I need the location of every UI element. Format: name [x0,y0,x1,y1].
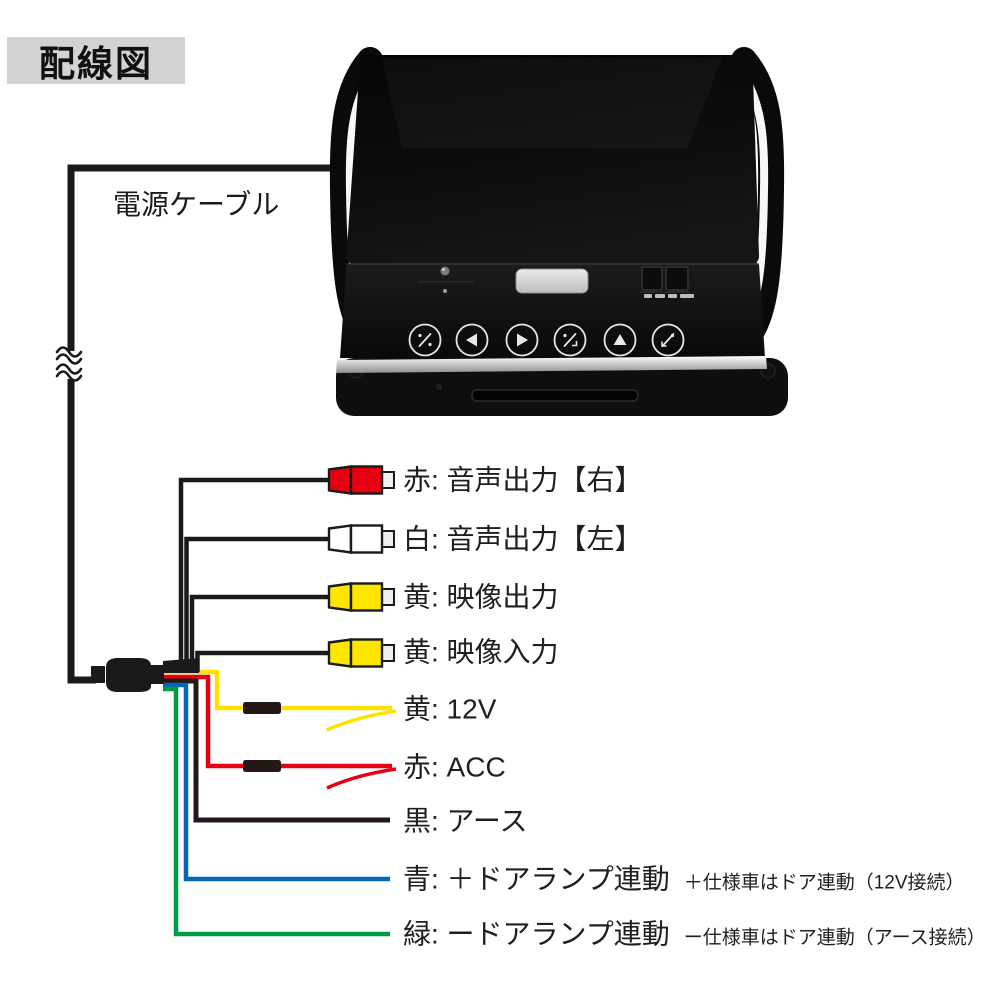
label-door-lamp-minus-main: 緑: ードアランプ連動 [403,918,670,950]
feed-audio-right [178,477,332,672]
monitor-bottom-tray [336,358,788,416]
wire-12v-yellow-curl [326,709,397,732]
power-cable-wire [67,164,348,351]
power-cable-wire-lower [67,379,96,684]
power-plug [91,658,199,692]
rca-audio-right [327,465,395,495]
rca-body [349,582,384,612]
power-cable-label: 電源ケーブル [113,189,280,220]
monitor-device [329,47,788,416]
rca-body [349,638,384,668]
label-door-lamp-plus-note: ＋仕様車はドア連動（12V接続） [683,872,965,894]
card-slots [641,266,689,291]
rca-boot [327,524,353,554]
touch-button-source [408,323,442,357]
rca-audio-left [327,524,395,554]
av-feed-wires [178,477,332,672]
label-door-lamp-plus: 青: ＋ドアランプ連動 ＋仕様車はドア連動（12V接続） [403,863,965,896]
touch-button-power [651,323,685,357]
sensor-mark [443,289,447,293]
silver-trim-strip [336,356,767,373]
eject-button [515,268,589,294]
label-audio-left: 白: 音声出力【左】 [403,523,643,555]
feed-video-out [189,594,332,672]
label-acc: 赤: ACC [403,751,506,783]
source-icon [418,333,432,347]
page-title: 配線図 [7,37,185,84]
rca-tip [381,644,395,662]
rca-video-out [327,582,395,612]
cable-break-symbol [55,346,83,382]
rca-boot [327,582,353,612]
label-door-lamp-plus-main: 青: ＋ドアランプ連動 [403,863,670,895]
touch-buttons [408,323,685,357]
feed-audio-left [184,536,332,672]
fuse-band-yellow [243,702,281,714]
rca-body [349,524,384,554]
wire-door-lamp-green [163,686,390,937]
rca-video-in [327,638,395,668]
prev-icon [466,333,477,347]
label-video-out: 黄: 映像出力 [403,581,559,613]
indicator-led [440,266,450,276]
rca-tip [381,471,395,489]
feed-video-in [195,650,332,672]
label-door-lamp-minus-note: ー仕様車はドア連動（アース接続） [683,927,986,949]
rca-tip [381,588,395,606]
wire-acc-red-curl [326,767,397,790]
rca-body [349,465,384,495]
rca-tip [381,530,395,548]
wire-acc-red [163,674,392,769]
wire-door-lamp-blue [163,682,390,882]
next-icon [517,333,528,347]
touch-button-next [505,323,539,357]
power-icon [661,333,675,347]
up-icon [613,334,627,345]
label-audio-right: 赤: 音声出力【右】 [403,464,643,496]
label-door-lamp-minus: 緑: ードアランプ連動ー仕様車はドア連動（アース接続） [403,918,986,951]
logo-marks [644,294,694,298]
rca-boot [327,638,353,668]
mode-icon [563,333,578,347]
indicator-led-dot [442,268,445,271]
rca-boot [327,465,353,495]
tray-screw [434,382,444,392]
touch-button-up [603,323,637,357]
label-power-12v: 黄: 12V [403,693,497,725]
lid-gloss [382,58,722,148]
disc-slot [471,389,639,402]
fuse-band-red [243,760,281,772]
touch-button-prev [455,323,489,357]
touch-button-mode [553,323,587,357]
label-ground: 黒: アース [403,805,528,837]
wire-ground-black [163,678,390,823]
monitor-lid [346,55,760,264]
label-video-in: 黄: 映像入力 [403,636,559,668]
